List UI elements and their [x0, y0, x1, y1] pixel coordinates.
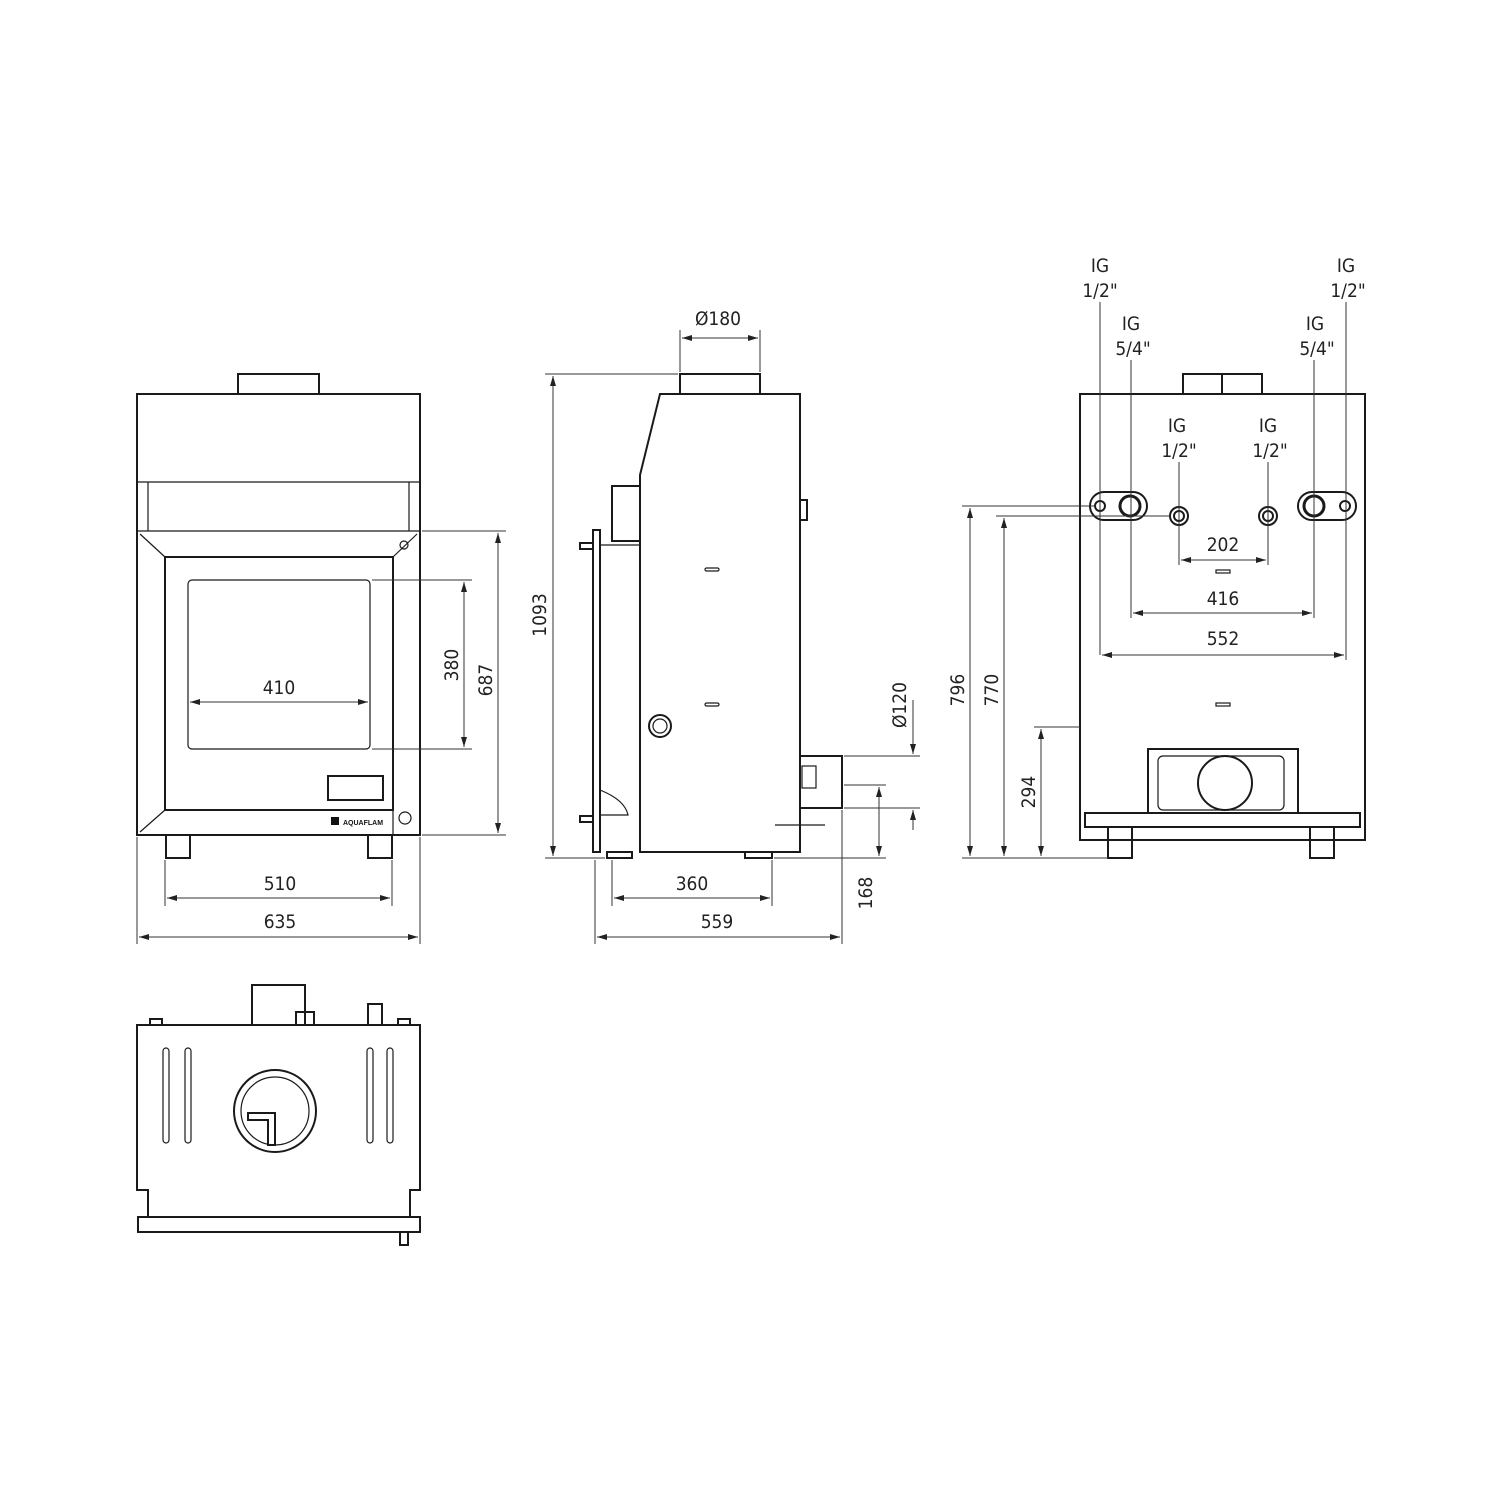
dim-559: 559	[701, 911, 734, 933]
svg-text:IG: IG	[1306, 313, 1324, 335]
side-view: Ø180 1093 360 559 Ø120 168	[529, 308, 920, 944]
connection-label-4: IG 1/2"	[1252, 415, 1287, 462]
dim-510: 510	[264, 873, 297, 895]
firebox-outlet	[1147, 748, 1299, 814]
door-glass	[187, 579, 371, 750]
connection-label-6: IG 1/2"	[1330, 255, 1365, 302]
front-body	[136, 393, 421, 836]
air-inlet-box	[799, 755, 843, 809]
connection-label-1: IG 1/2"	[1082, 255, 1117, 302]
dim-360: 360	[676, 873, 709, 895]
svg-text:1/2": 1/2"	[1161, 440, 1196, 462]
svg-text:IG: IG	[1122, 313, 1140, 335]
dim-flue-180: Ø180	[695, 308, 741, 330]
connection-label-2: IG 5/4"	[1115, 313, 1150, 360]
connection-label-3: IG 1/2"	[1161, 415, 1196, 462]
air-control-icon	[398, 811, 412, 825]
svg-text:1/2": 1/2"	[1330, 280, 1365, 302]
top-view	[136, 984, 421, 1246]
front-view: AQUAFLAM 410 380 687 510 635	[136, 373, 506, 944]
dim-635: 635	[264, 911, 297, 933]
dim-552: 552	[1207, 628, 1240, 650]
door-handle	[327, 775, 384, 801]
dim-687: 687	[475, 664, 497, 697]
door	[164, 556, 394, 811]
flue-collar	[237, 373, 320, 395]
svg-text:5/4": 5/4"	[1115, 338, 1150, 360]
dim-1093: 1093	[529, 593, 551, 637]
svg-text:IG: IG	[1259, 415, 1277, 437]
top-body	[136, 1024, 421, 1218]
svg-text:IG: IG	[1168, 415, 1186, 437]
dim-416: 416	[1207, 588, 1240, 610]
dim-796: 796	[947, 674, 969, 707]
back-body	[1079, 393, 1366, 841]
connection-label-5: IG 5/4"	[1299, 313, 1334, 360]
svg-text:IG: IG	[1091, 255, 1109, 277]
svg-text:1/2": 1/2"	[1252, 440, 1287, 462]
svg-text:IG: IG	[1337, 255, 1355, 277]
brand-logo-icon	[331, 817, 339, 825]
dim-202: 202	[1207, 534, 1240, 556]
svg-text:1/2": 1/2"	[1082, 280, 1117, 302]
dim-770: 770	[981, 674, 1003, 707]
side-body	[639, 393, 801, 853]
dim-294: 294	[1018, 776, 1040, 809]
svg-text:5/4": 5/4"	[1299, 338, 1334, 360]
back-view: IG1/2" IG5/4" IG1/2" IG1/2" IG5/4" IG1/2…	[947, 255, 1366, 859]
dim-168: 168	[855, 877, 877, 910]
door-side	[592, 529, 601, 853]
brand-logo: AQUAFLAM	[343, 820, 383, 827]
dim-air-inlet-120: Ø120	[889, 682, 911, 728]
dim-410: 410	[263, 677, 296, 699]
hinge-icon	[399, 540, 409, 550]
dim-380: 380	[441, 649, 463, 682]
